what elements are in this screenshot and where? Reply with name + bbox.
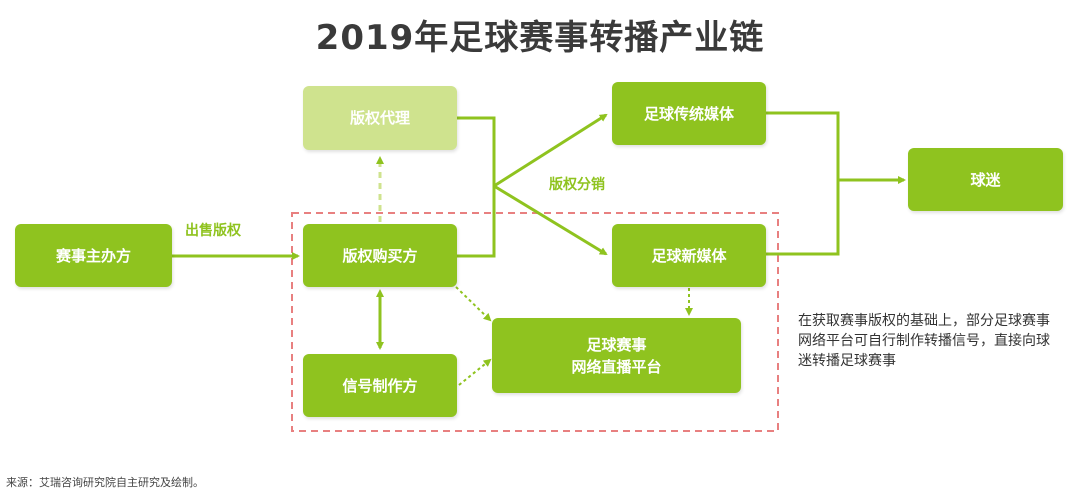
edge-label-sell-rights: 出售版权	[185, 223, 241, 239]
node-signal-producer: 信号制作方	[303, 354, 457, 417]
arrow-producer-to-platform	[458, 358, 492, 386]
line-buyer-to-junction	[457, 186, 496, 258]
node-rights-agent: 版权代理	[303, 86, 457, 150]
source-footnote: 来源：艾瑞咨询研究院自主研究及绘制。	[6, 476, 204, 489]
line-new-to-fans	[766, 180, 840, 256]
node-traditional-media: 足球传统媒体	[612, 82, 766, 145]
node-new-media: 足球新媒体	[612, 224, 766, 287]
node-live-platform-line1: 足球赛事	[586, 335, 647, 354]
node-fans: 球迷	[908, 148, 1063, 211]
line-traditional-to-fans	[766, 111, 840, 180]
node-fans-label: 球迷	[970, 170, 1001, 189]
node-rights-buyer-label: 版权购买方	[342, 246, 418, 265]
node-new-media-label: 足球新媒体	[651, 246, 727, 265]
arrow-to-traditional-media	[493, 113, 608, 188]
node-organizer-label: 赛事主办方	[55, 246, 131, 265]
node-rights-agent-label: 版权代理	[349, 109, 410, 127]
node-signal-producer-label: 信号制作方	[342, 376, 418, 395]
annotation-note: 在获取赛事版权的基础上，部分足球赛事网络平台可自行制作转播信号，直接向球迷转播足…	[798, 313, 1050, 369]
platform-scope-frame	[291, 212, 779, 432]
arrow-buyer-to-platform	[455, 286, 492, 322]
edge-label-distribute: 版权分销	[549, 177, 605, 193]
arrow-to-new-media	[493, 184, 608, 256]
page-title: 2019年足球赛事转播产业链	[315, 18, 765, 58]
node-live-platform: 足球赛事 网络直播平台	[492, 318, 741, 393]
node-live-platform-line2: 网络直播平台	[571, 357, 662, 376]
node-organizer: 赛事主办方	[15, 224, 172, 287]
node-traditional-media-label: 足球传统媒体	[643, 104, 734, 123]
node-rights-buyer: 版权购买方	[303, 224, 457, 287]
line-agent-to-junction	[457, 116, 496, 186]
